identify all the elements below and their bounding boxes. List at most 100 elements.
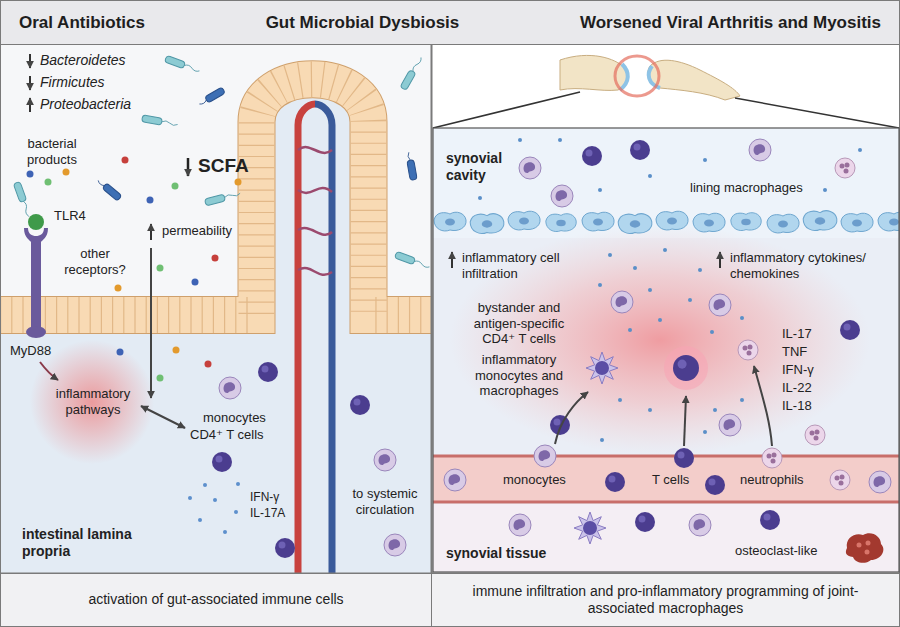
cell-label: neutrophils [740, 472, 804, 488]
illustration-part [509, 514, 531, 536]
illustration-part [628, 328, 632, 332]
illustration-part [630, 140, 650, 160]
illustration-part [115, 285, 122, 292]
illustration-part [558, 138, 562, 142]
region-label: intestinal lamina propria [22, 526, 136, 560]
cytokine-label: IL-22 [782, 380, 812, 396]
receptor-label: TLR4 [54, 208, 86, 224]
illustration-part [508, 211, 540, 230]
illustration-part [434, 212, 466, 231]
illustration-part [315, 104, 332, 573]
illustration-part [213, 498, 217, 502]
illustration-part [869, 471, 891, 493]
illustration-part [192, 279, 199, 286]
illustration-part [674, 448, 694, 468]
cytokine-label: IFN-γ [782, 362, 814, 378]
illustration-part [803, 211, 837, 231]
illustration-part [212, 452, 232, 472]
cytokine-label: IL-17 [782, 326, 812, 342]
illustration-part [198, 518, 202, 522]
illustration-part [45, 179, 52, 186]
illustration-part [350, 395, 370, 415]
illustration-part [841, 213, 873, 232]
illustration-part [618, 398, 622, 402]
note-label: to systemic circulation [345, 486, 425, 517]
illustration-part [13, 181, 32, 217]
illustration-part [431, 45, 433, 573]
illustration-part [555, 392, 588, 444]
region-label: synovial cavity [446, 150, 518, 184]
illustration-part [298, 147, 332, 153]
illustration-part [24, 228, 48, 300]
illustration-part [648, 60, 740, 100]
illustration-part [767, 214, 799, 233]
illustration-part [26, 326, 46, 338]
illustration-part [719, 414, 741, 436]
illustration-part [470, 214, 504, 234]
summary-box: activation of gut-associated immune cell… [0, 573, 432, 627]
illustration-part [582, 212, 614, 231]
illustration-part [740, 398, 744, 402]
joint-illustration [433, 55, 899, 128]
illustration-part [550, 415, 570, 435]
illustration-part [433, 455, 899, 503]
adaptor-label: MyD88 [10, 343, 51, 359]
illustration-part [719, 252, 721, 268]
illustration-part [298, 104, 315, 573]
illustration-part [433, 128, 899, 572]
illustration-part [147, 197, 154, 204]
illustration-part [648, 288, 652, 292]
illustration-part [835, 158, 855, 178]
illustration-part [600, 438, 604, 442]
illustration-part [172, 183, 179, 190]
cell-label: monocytes [503, 472, 566, 488]
title-band: Oral AntibioticsGut Microbial DysbiosisW… [0, 0, 900, 45]
illustration-part [400, 56, 424, 91]
illustration-part [0, 45, 431, 573]
process-label: inflammatory pathways [44, 386, 142, 417]
illustration-part [157, 375, 164, 382]
illustration-part [534, 445, 556, 467]
illustration-part [633, 266, 637, 270]
taxon-name: Firmicutes [40, 74, 105, 91]
cell-label: CD4⁺ T cells [190, 427, 264, 443]
illustration-part [519, 157, 541, 179]
illustration-part [433, 128, 899, 572]
illustration-part [141, 406, 185, 428]
cell-label: T cells [652, 472, 689, 488]
illustration-part [204, 190, 241, 206]
cytokine-label: IL-17A [250, 506, 285, 520]
illustration-part [546, 214, 576, 232]
illustration-part [551, 185, 573, 207]
illustration-part [689, 514, 711, 536]
illustration-part [518, 138, 522, 142]
illustration-part [698, 268, 702, 272]
illustration-part [29, 76, 31, 90]
illustration-part [451, 252, 453, 268]
illustration-part [846, 533, 884, 563]
illustration-part [122, 157, 129, 164]
title-phrase: Worsened Viral Arthritis and Myositis [580, 13, 881, 33]
illustration-part [188, 482, 240, 534]
summary-text: immune infiltration and pro-inflammatory… [444, 583, 887, 618]
illustration-part [173, 347, 180, 354]
illustration-part [433, 504, 899, 572]
illustration-part [731, 213, 761, 231]
illustration-part [574, 512, 606, 544]
illustration-part [705, 475, 725, 495]
illustration-part [29, 98, 31, 112]
illustration-part [203, 483, 207, 487]
illustration-part [223, 530, 227, 534]
summary-box: immune infiltration and pro-inflammatory… [431, 573, 900, 627]
illustration-part [648, 174, 652, 178]
illustration-part [1, 45, 900, 574]
cytokine-label: IFN-γ [250, 490, 279, 504]
receptor-label: other receptors? [58, 246, 132, 277]
illustration-part [608, 253, 612, 257]
illustration-part [63, 169, 70, 176]
illustration-part [760, 510, 780, 530]
illustration-part [710, 330, 714, 334]
illustration-part [142, 115, 179, 128]
illustration-part [298, 147, 332, 275]
